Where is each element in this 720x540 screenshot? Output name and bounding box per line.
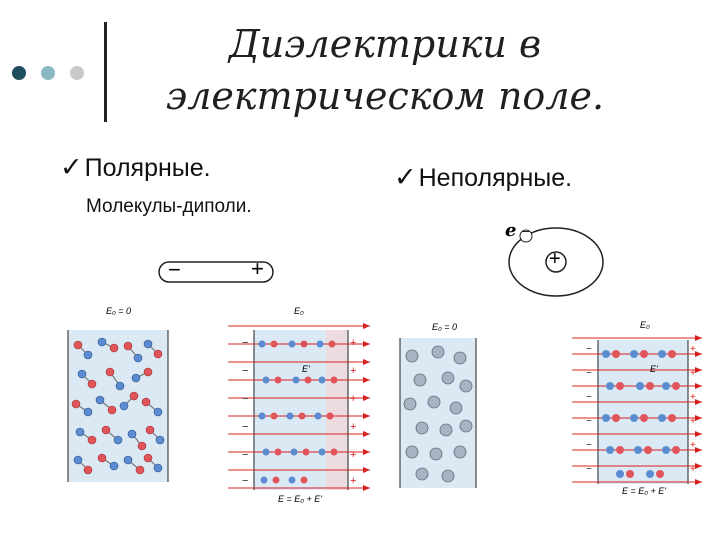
electron-sign: − [522, 224, 530, 239]
electron-orbit [508, 227, 604, 297]
figure-polar-in-field: E₀ E' − − − − − − + + + + + + [222, 300, 374, 510]
fig3-svg [399, 338, 477, 488]
polar-heading: ✓Полярные. [60, 152, 211, 183]
svg-text:+: + [350, 475, 356, 487]
svg-text:+: + [350, 365, 356, 377]
svg-text:+: + [350, 449, 356, 461]
svg-text:+: + [690, 416, 696, 427]
svg-text:+: + [690, 440, 696, 451]
svg-text:−: − [586, 344, 592, 355]
svg-text:−: − [586, 440, 592, 451]
electron-label: e [505, 220, 517, 241]
svg-text:−: − [242, 337, 248, 349]
nonpolar-heading: ✓Неполярные. [394, 162, 572, 193]
fig1-negative-charges [73, 337, 165, 473]
svg-text:+: + [690, 368, 696, 379]
svg-text:−: − [242, 475, 248, 487]
checkmark-icon: ✓ [60, 152, 83, 183]
dipole-minus-sign: − [168, 257, 181, 282]
svg-text:+: + [350, 337, 356, 349]
decor-dot-light [70, 66, 84, 80]
svg-text:−: − [586, 392, 592, 403]
fig3-atoms [403, 345, 473, 483]
figure-polar-no-field: E₀ = 0 [62, 300, 174, 490]
polar-heading-text: Полярные. [84, 154, 211, 182]
svg-text:−: − [242, 393, 248, 405]
fig2-svg: − − − − − − + + + + + + [228, 323, 370, 491]
svg-text:−: − [586, 464, 592, 475]
nonpolar-heading-text: Неполярные. [418, 164, 573, 192]
fig4-arrowheads [695, 335, 702, 485]
fig4-resulting-field-label: E = E₀ + E' [622, 486, 667, 496]
decor-dot-dark [12, 66, 26, 80]
fig2-left-surface-charges: − − − − − − [242, 337, 248, 487]
fig3-field-label: E₀ = 0 [432, 322, 458, 332]
decor-dot-mid [41, 66, 55, 80]
svg-text:+: + [350, 421, 356, 433]
fig1-svg [67, 330, 169, 482]
svg-text:−: − [242, 365, 248, 377]
nucleus-sign: + [549, 248, 561, 270]
svg-text:+: + [350, 393, 356, 405]
fig4-induced-dipoles [602, 350, 680, 478]
fig1-positive-charges [71, 340, 163, 475]
fig2-inner-field-label: E' [302, 364, 310, 374]
svg-text:−: − [242, 449, 248, 461]
svg-text:−: − [586, 416, 592, 427]
polar-subheading: Молекулы-диполи. [86, 196, 252, 217]
dipole-capsule-shape [158, 261, 274, 283]
fig1-field-label: E₀ = 0 [106, 306, 132, 316]
fig4-left-surface-charges: − − − − − − [586, 344, 592, 475]
svg-text:−: − [242, 421, 248, 433]
title-line-1: Диэлектрики в [228, 22, 542, 66]
svg-text:−: − [586, 368, 592, 379]
fig2-resulting-field-label: E = E₀ + E' [278, 494, 323, 504]
fig4-field-label: E₀ [640, 320, 650, 330]
atom-diagram: e − + [500, 218, 610, 300]
fig2-right-surface-charges: + + + + + + [350, 337, 356, 487]
dipole-plus-sign: + [251, 256, 264, 281]
figure-nonpolar-in-field: E₀ E' − − − − − − + + + + + + [566, 318, 706, 504]
slide-title: Диэлектрики в электрическом поле. [150, 18, 620, 122]
svg-text:+: + [690, 464, 696, 475]
svg-text:+: + [690, 344, 696, 355]
figure-nonpolar-no-field: E₀ = 0 [398, 318, 478, 490]
dipole-diagram: − + [158, 256, 274, 283]
fig2-field-label: E₀ [294, 306, 304, 316]
checkmark-icon: ✓ [394, 162, 417, 193]
fig2-arrowheads [363, 323, 370, 491]
fig4-svg: − − − − − − + + + + + + [572, 335, 702, 485]
svg-text:+: + [690, 392, 696, 403]
title-divider [104, 22, 107, 122]
fig2-aligned-dipoles [258, 340, 338, 484]
title-line-2: электрическом поле. [165, 74, 605, 118]
fig4-right-surface-charges: + + + + + + [690, 344, 696, 475]
fig4-inner-field-label: E' [650, 364, 658, 374]
